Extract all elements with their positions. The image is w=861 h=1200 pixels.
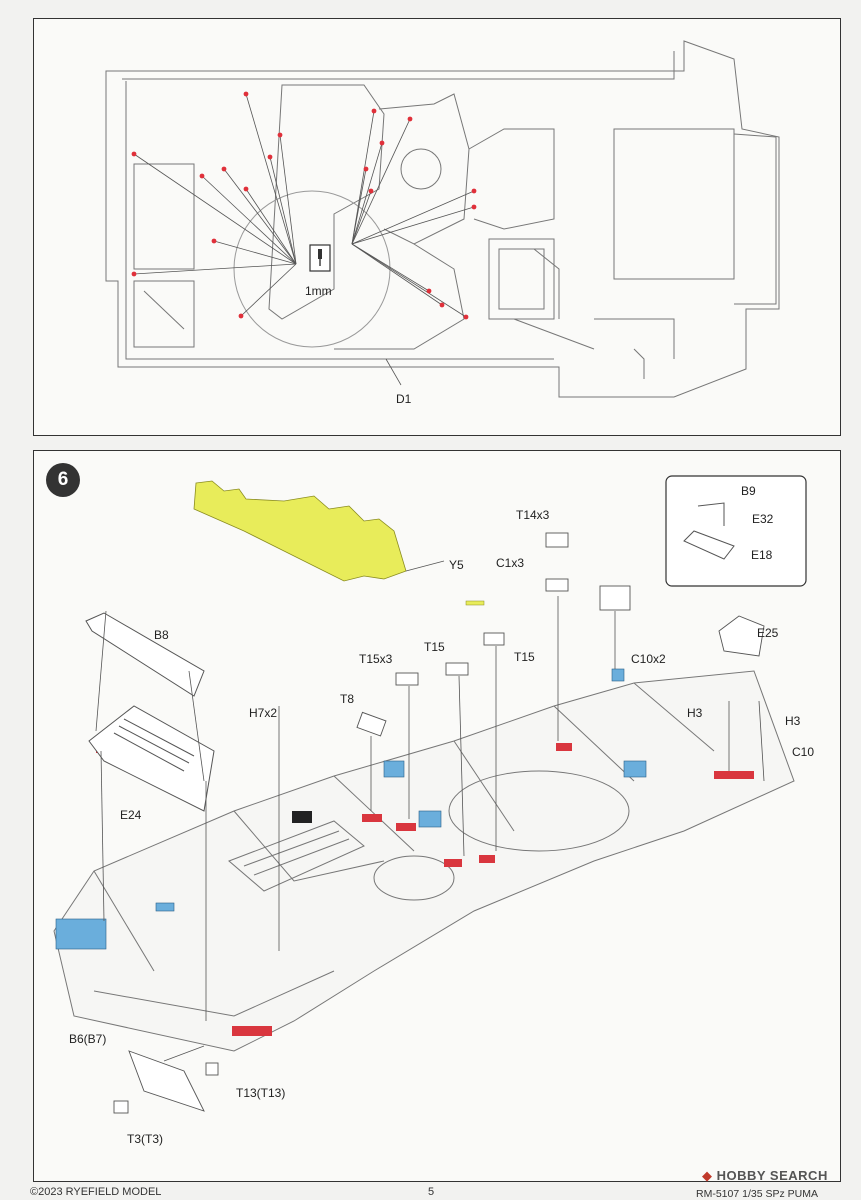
- label-c10x2: C10x2: [631, 652, 666, 666]
- label-t3: T3(T3): [127, 1132, 163, 1146]
- watermark: ◆ HOBBY SEARCH: [702, 1168, 828, 1184]
- label-h7x2: H7x2: [249, 706, 277, 720]
- label-e24: E24: [120, 808, 142, 822]
- label-h3-a: H3: [687, 706, 703, 720]
- label-c10: C10: [792, 745, 814, 759]
- label-e18: E18: [751, 548, 773, 562]
- highlight-part-yellow: [193, 480, 407, 582]
- part-e24-grill: [88, 705, 215, 812]
- highlight-parts-blue: [55, 668, 647, 950]
- detail-inset: [665, 475, 807, 587]
- label-t15-a: T15: [424, 640, 445, 654]
- label-t14x3: T14x3: [516, 508, 550, 522]
- label-e32: E32: [752, 512, 774, 526]
- step-number-badge: 6: [46, 463, 80, 497]
- leader-lines: [95, 596, 765, 1062]
- label-c1x3: C1x3: [496, 556, 524, 570]
- part-label-d1: D1: [396, 392, 412, 406]
- footer-copyright: ©2023 RYEFIELD MODEL: [30, 1186, 162, 1198]
- label-b9: B9: [741, 484, 756, 498]
- watermark-text: HOBBY SEARCH: [716, 1168, 828, 1183]
- footer-product: RM-5107 1/35 SPz PUMA: [696, 1188, 818, 1200]
- label-t15-b: T15: [514, 650, 535, 664]
- label-e25: E25: [757, 626, 779, 640]
- label-y5: Y5: [449, 558, 464, 572]
- assembly-drawing: B9 E32 E18 T14x3 C1x3 Y5 B8 T15x3 T15 T1…: [53, 475, 814, 1146]
- drill-points: [131, 91, 477, 320]
- part-b8: [85, 612, 205, 697]
- drilling-instruction-panel: 1mm D1: [33, 18, 841, 436]
- label-t15x3: T15x3: [359, 652, 393, 666]
- label-b6: B6(B7): [69, 1032, 106, 1046]
- assembly-step-panel: B9 E32 E18 T14x3 C1x3 Y5 B8 T15x3 T15 T1…: [33, 450, 841, 1182]
- drill-leader-lines: [133, 93, 475, 318]
- label-h3-b: H3: [785, 714, 801, 728]
- drill-size-label: 1mm: [305, 284, 332, 298]
- watermark-logo-icon: ◆: [702, 1168, 717, 1183]
- label-t13: T13(T13): [236, 1086, 285, 1100]
- drill-icon: [309, 244, 331, 272]
- label-t8: T8: [340, 692, 354, 706]
- label-b8: B8: [154, 628, 169, 642]
- hull-floor-drawing: 1mm D1: [105, 40, 780, 406]
- footer-page-number: 5: [428, 1186, 435, 1198]
